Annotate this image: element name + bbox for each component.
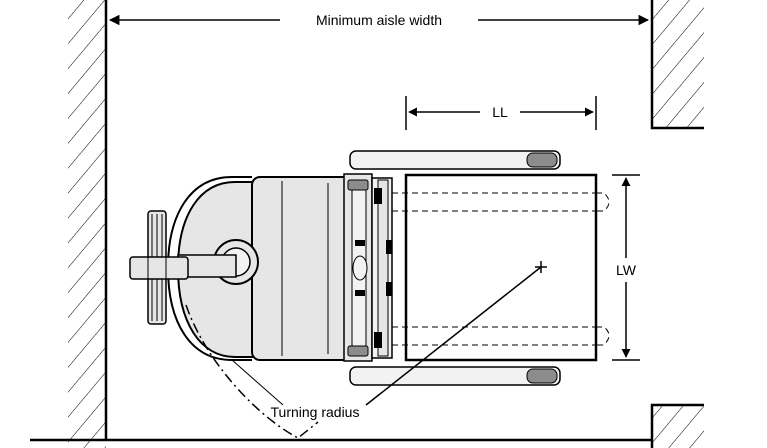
turning-radius-indicator: Turning radius: [185, 266, 542, 439]
left-wall: [68, 0, 108, 448]
lower-right-wall: [650, 403, 704, 448]
aisle-width-label: Minimum aisle width: [316, 12, 442, 28]
upper-right-wall: [650, 0, 704, 130]
turning-radius-label: Turning radius: [271, 404, 360, 420]
load-length-label: LL: [492, 104, 508, 120]
load-width-label: LW: [616, 262, 637, 278]
load-width-dimension: LW: [612, 174, 640, 361]
load-block: [392, 173, 598, 362]
lower-fork: [349, 326, 610, 386]
aisle-width-dimension: Minimum aisle width: [108, 12, 650, 28]
upper-fork: [349, 150, 610, 212]
forklift-truck: [129, 173, 393, 362]
load-length-dimension: LL: [405, 96, 597, 130]
